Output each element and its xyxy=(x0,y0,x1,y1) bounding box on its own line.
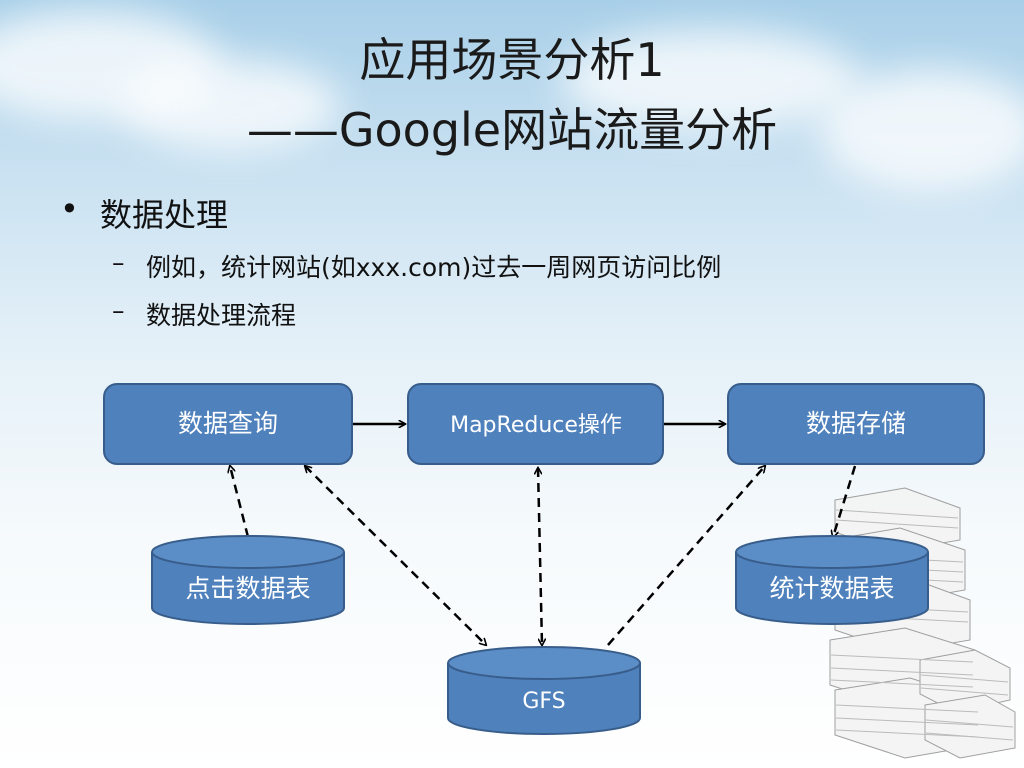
arrow-mapreduce-gfs xyxy=(538,468,542,645)
node-storage-label: 数据存储 xyxy=(806,409,906,438)
node-stats-table: 统计数据表 xyxy=(735,535,929,625)
arrow-storage-to-statstable xyxy=(833,465,857,537)
sub-bullet-text: 数据处理流程 xyxy=(146,301,297,330)
slide-title-line2: ——Google网站流量分析 xyxy=(246,103,778,157)
node-query-label: 数据查询 xyxy=(178,409,278,438)
cloud-decoration xyxy=(820,70,1024,190)
node-gfs-label: GFS xyxy=(522,689,565,714)
arrow-gfs-to-storage xyxy=(607,466,765,646)
node-mapreduce-label: MapReduce操作 xyxy=(450,413,622,438)
node-storage: 数据存储 xyxy=(727,383,985,465)
node-mapreduce: MapReduce操作 xyxy=(407,383,664,465)
sub-bullet-text: 例如，统计网站(如xxx.com)过去一周网页访问比例 xyxy=(146,253,722,282)
bullet-text: 数据处理 xyxy=(100,196,229,234)
arrow-clicktable-to-query xyxy=(230,466,250,538)
cloud-decoration xyxy=(560,30,860,130)
sub-bullet-dash: – xyxy=(112,248,125,277)
cloud-decoration xyxy=(120,60,340,150)
bullet-dot: • xyxy=(60,190,79,228)
node-click-table-label: 点击数据表 xyxy=(185,574,310,603)
arrow-query-gfs xyxy=(305,466,486,645)
node-gfs: GFS xyxy=(447,646,641,735)
sub-bullet-dash: – xyxy=(112,296,125,325)
slide-title-line1: 应用场景分析1 xyxy=(359,33,665,87)
node-query: 数据查询 xyxy=(103,383,353,465)
node-click-table: 点击数据表 xyxy=(151,535,345,625)
node-stats-table-label: 统计数据表 xyxy=(769,574,894,603)
